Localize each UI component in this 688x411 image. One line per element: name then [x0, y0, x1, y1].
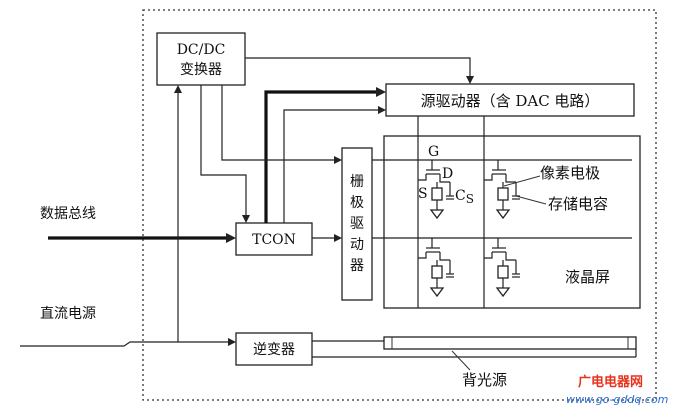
gate-driver-block: 栅 极 驱 动 器: [341, 147, 373, 301]
data-bus-label: 数据总线: [40, 206, 96, 222]
storage-capacitor-label: 存储电容: [548, 195, 608, 213]
source-driver-block: 源驱动器（含 DAC 电路）: [385, 83, 635, 117]
inverter-block: 逆变器: [235, 332, 313, 366]
source-s-label: S: [418, 186, 428, 202]
gate-driver-char-4: 动: [350, 237, 364, 253]
inverter-label: 逆变器: [253, 342, 295, 358]
lcd-screen-label: 液晶屏: [565, 268, 610, 286]
gate-g-label: G: [428, 144, 439, 160]
lcd-panel-boundary: [383, 135, 641, 309]
system-boundary: [142, 9, 657, 401]
gate-driver-char-5: 器: [350, 258, 364, 274]
dc-power-label: 直流电源: [40, 305, 96, 322]
gate-driver-char-3: 驱: [350, 216, 364, 232]
tcon-label: TCON: [252, 232, 296, 248]
pixel-cell-2: [484, 160, 520, 220]
tcon-block: TCON: [235, 222, 313, 256]
tcon-to-source-bus: [264, 90, 378, 223]
dcdc-converter-block: DC/DC 变换器: [156, 32, 246, 86]
gate-driver-char-2: 极: [350, 195, 364, 211]
backlight-label: 背光源: [462, 371, 507, 389]
dcdc-label-line1: DC/DC: [177, 42, 226, 58]
gate-driver-char-1: 栅: [350, 174, 364, 190]
cs-label: CS: [455, 188, 474, 206]
pixel-cell-3: [418, 238, 454, 298]
pixel-electrode-label: 像素电极: [540, 164, 600, 182]
dc-power-line: [20, 341, 230, 347]
source-driver-label: 源驱动器（含 DAC 电路）: [421, 92, 600, 110]
watermark-title: 广电电器网: [578, 374, 643, 390]
backlight-tube: [383, 336, 637, 350]
drain-d-label: D: [442, 166, 453, 182]
dcdc-label-line2: 变换器: [180, 61, 222, 78]
watermark-url: www.go-gddq.com: [566, 393, 668, 406]
pixel-cell-1: [418, 160, 454, 220]
pixel-cell-4: [484, 238, 520, 298]
